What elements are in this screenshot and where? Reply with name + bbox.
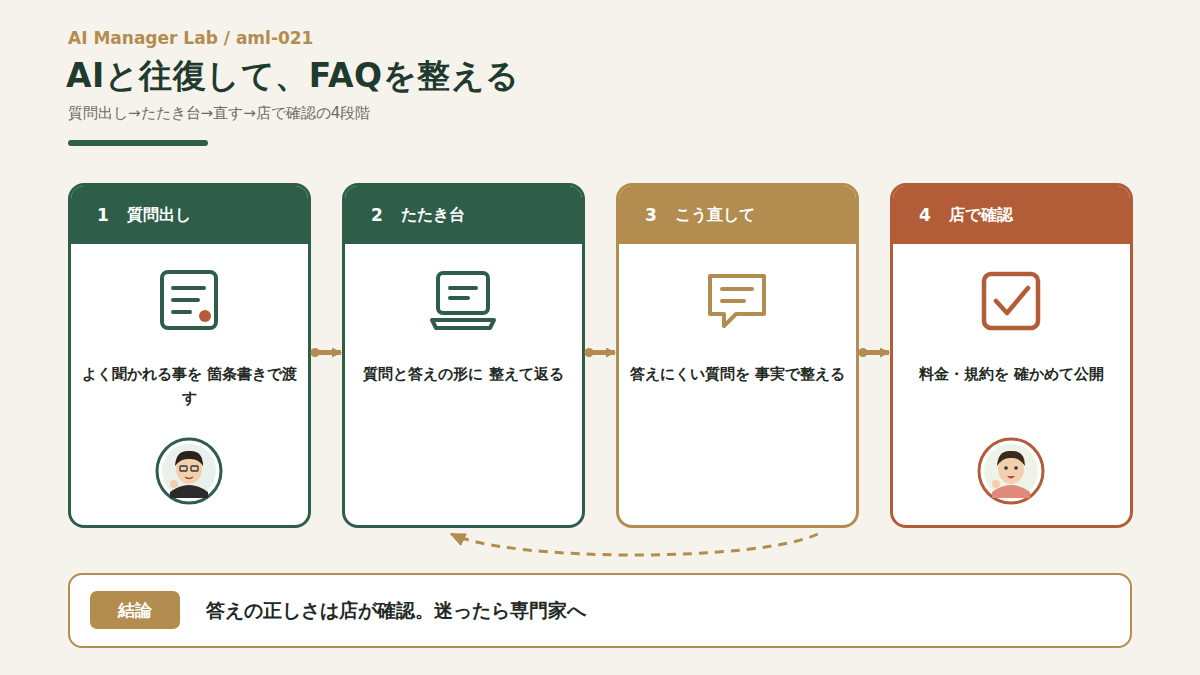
step-number: 1: [97, 205, 109, 225]
flow-arrow: [863, 350, 889, 355]
step-description: 質問と答えの形に 整えて返る: [355, 362, 572, 386]
step-card: 料金・規約を 確かめて公開 4 店で確認: [890, 183, 1133, 528]
step-card: 答えにくい質問を 事実で整える 3 こう直して: [616, 183, 859, 528]
checkbox-icon: [984, 274, 1038, 328]
conclusion-badge: 結論: [90, 591, 180, 629]
series-label: AI Manager Lab / aml-021: [68, 28, 313, 48]
conclusion-text: 答えの正しさは店が確認。迷ったら専門家へ: [206, 575, 586, 646]
step-card: 質問と答えの形に 整えて返る 2 たたき台: [342, 183, 585, 528]
subtitle: 質問出し→たたき台→直す→店で確認の4段階: [68, 104, 370, 123]
card-header: 4 店で確認: [893, 186, 1130, 244]
flow-arrow: [589, 350, 615, 355]
badge-text: 結論: [118, 599, 152, 622]
document-icon: [162, 272, 216, 328]
conclusion-box: 答えの正しさは店が確認。迷ったら専門家へ 結論: [68, 573, 1132, 648]
card-header: 1 質問出し: [71, 186, 308, 244]
card-header: 3 こう直して: [619, 186, 856, 244]
avatar-illustration: [979, 439, 1043, 503]
page-title: AIと往復して、FAQを整える: [66, 54, 520, 99]
step-number: 2: [371, 205, 383, 225]
underline-bar: [68, 140, 208, 146]
step-description: 答えにくい質問を 事実で整える: [629, 362, 846, 386]
laptop-icon: [432, 273, 494, 328]
avatar-illustration: [157, 439, 221, 503]
card-header: 2 たたき台: [345, 186, 582, 244]
speech-bubble-icon: [710, 276, 764, 326]
step-title: たたき台: [401, 205, 465, 226]
step-title: 質問出し: [127, 205, 191, 226]
step-card: よく聞かれる事を 箇条書きで渡す 1 質問出し: [68, 183, 311, 528]
step-description: よく聞かれる事を 箇条書きで渡す: [81, 362, 298, 410]
flow-arrow: [315, 350, 341, 355]
step-title: 店で確認: [949, 205, 1013, 226]
feedback-arrow: [451, 534, 817, 555]
step-number: 4: [919, 205, 931, 225]
step-description: 料金・規約を 確かめて公開: [903, 362, 1120, 386]
step-title: こう直して: [675, 205, 755, 226]
step-number: 3: [645, 205, 657, 225]
